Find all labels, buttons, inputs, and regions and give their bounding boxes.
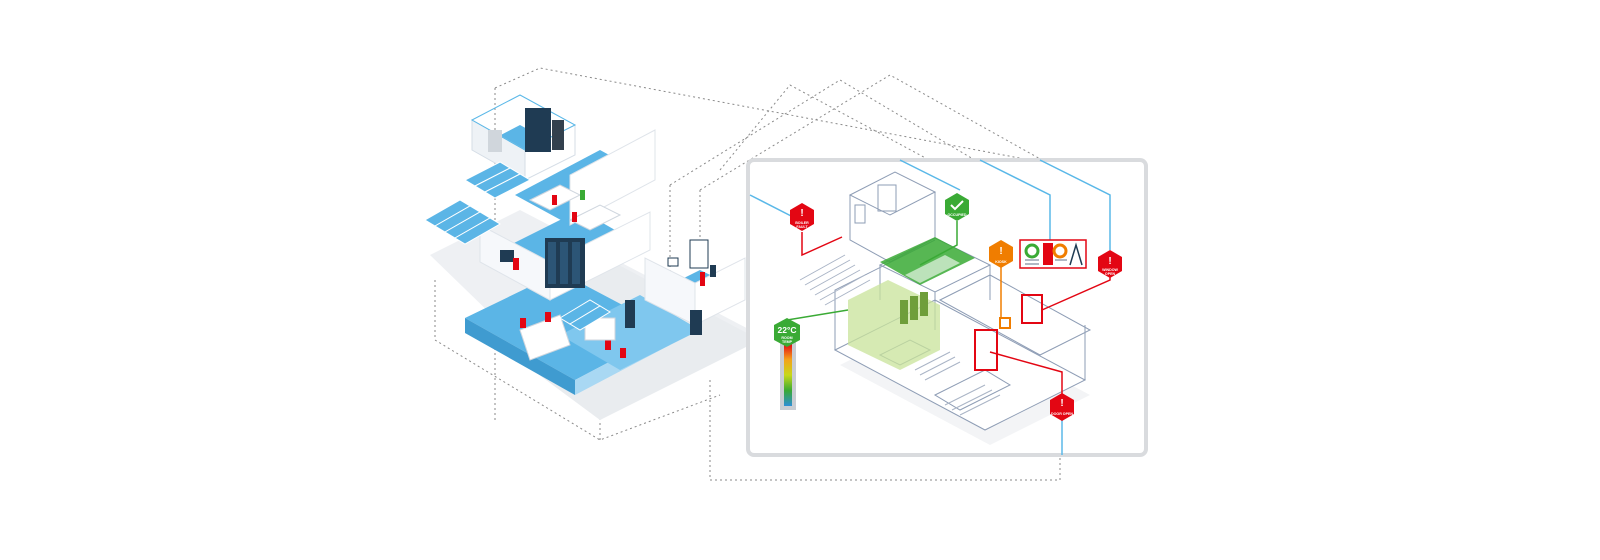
badge-boiler-fault[interactable]: ! BOILER FAULT: [790, 203, 814, 231]
badge-label-line: OPEN: [1105, 272, 1116, 276]
energy-display-card: [1019, 239, 1087, 269]
isometric-building-colored: [424, 94, 760, 420]
badge-room-temp[interactable]: 22°C ROOM TEMP: [774, 318, 800, 347]
badge-label-line: WINDOW: [1102, 268, 1118, 272]
badge-occupied[interactable]: OCCUPIED: [945, 193, 969, 221]
badge-label-line: BOILER: [795, 221, 809, 225]
room-temp-zone-highlight: [848, 280, 940, 370]
badge-label-line: KIOSK: [995, 260, 1007, 264]
exclamation-icon: !: [999, 246, 1002, 257]
exclamation-icon: !: [800, 208, 803, 219]
check-icon: [950, 200, 964, 211]
badge-window-open[interactable]: ! WINDOW OPEN: [1098, 250, 1122, 278]
badge-label-line: OCCUPIED: [948, 213, 967, 217]
badge-label-line: FAULT: [796, 225, 808, 229]
exclamation-icon: !: [1060, 398, 1063, 409]
badge-label-line: TEMP: [782, 340, 793, 344]
badge-kiosk[interactable]: ! KIOSK: [989, 240, 1013, 268]
badge-door-open[interactable]: ! DOOR OPEN: [1050, 393, 1074, 421]
exclamation-icon: !: [1108, 256, 1111, 267]
badge-label-line: DOOR OPEN: [1051, 412, 1073, 416]
thermometer-gauge: [780, 340, 796, 410]
badge-label-line: ROOM: [781, 336, 792, 340]
badge-value: 22°C: [778, 325, 797, 335]
